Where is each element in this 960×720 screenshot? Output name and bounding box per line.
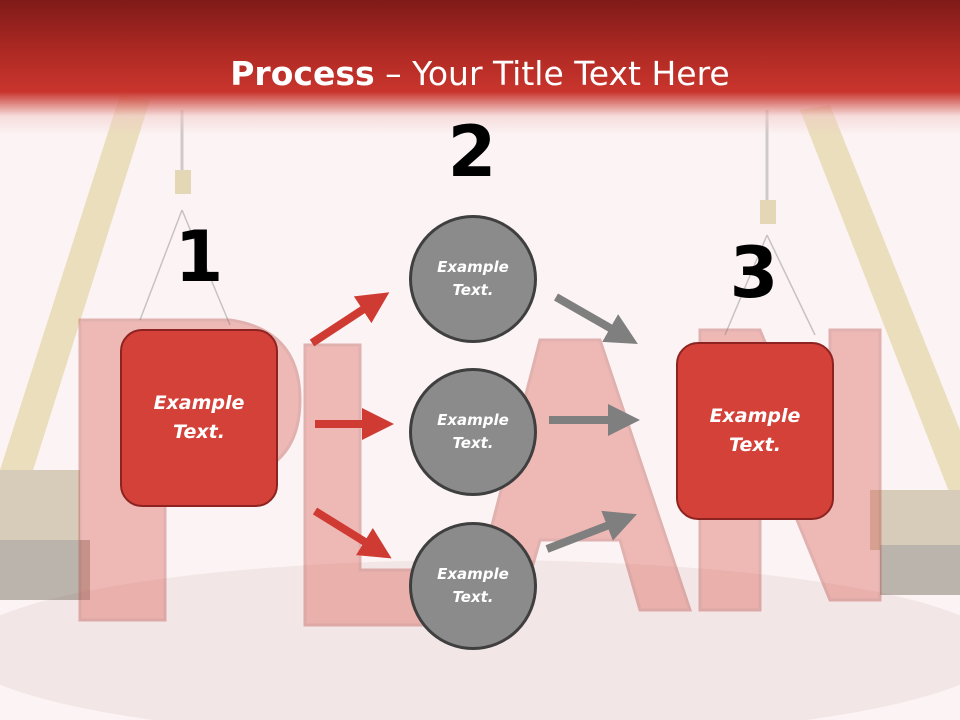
circle-3-line1: Example xyxy=(437,565,509,583)
arrow-right-icon xyxy=(554,293,638,344)
left-crane-icon xyxy=(0,95,191,600)
title-bold: Process xyxy=(230,54,375,93)
process-circle-1[interactable]: Example Text. xyxy=(409,215,537,343)
process-circle-3[interactable]: Example Text. xyxy=(409,522,537,650)
arrow-right-icon xyxy=(545,510,637,553)
step-number-2: 2 xyxy=(447,111,497,193)
slide-title: Process – Your Title Text Here xyxy=(0,52,960,96)
arrow-right-icon xyxy=(312,507,392,559)
circle-2-line1: Example xyxy=(437,411,509,429)
step-1-line1: Example xyxy=(153,392,245,414)
title-rest: – Your Title Text Here xyxy=(374,54,730,93)
circle-3-line2: Text. xyxy=(452,588,494,606)
step-3-box[interactable]: Example Text. xyxy=(676,342,834,520)
step-3-line1: Example xyxy=(709,405,801,427)
step-3-line2: Text. xyxy=(729,434,781,456)
step-number-3: 3 xyxy=(729,232,779,314)
step-number-1: 1 xyxy=(174,216,224,298)
process-circle-2[interactable]: Example Text. xyxy=(409,368,537,496)
circle-1-line2: Text. xyxy=(452,281,494,299)
crane-cables xyxy=(139,209,816,336)
header-banner xyxy=(0,0,960,135)
circle-2-line2: Text. xyxy=(452,434,494,452)
step-1-line2: Text. xyxy=(173,421,225,443)
circle-1-line1: Example xyxy=(437,258,509,276)
step-1-box[interactable]: Example Text. xyxy=(120,329,278,507)
right-crane-icon xyxy=(760,105,960,595)
arrow-right-icon xyxy=(309,292,390,347)
